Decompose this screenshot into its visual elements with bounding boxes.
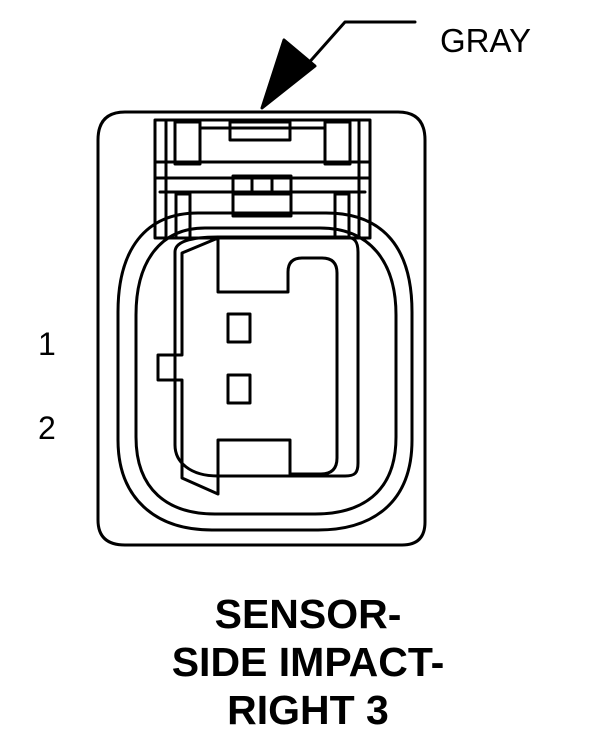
connector-title: SENSOR- SIDE IMPACT- RIGHT 3: [0, 590, 616, 734]
connector-title-line-3: RIGHT 3: [227, 687, 389, 733]
terminal-cavity: [175, 237, 358, 476]
terminal-insert: [158, 238, 337, 494]
wire-color-label: GRAY: [440, 22, 532, 59]
connector-title-line-2: SIDE IMPACT-: [171, 639, 445, 685]
locking-latch: [155, 120, 370, 238]
pin-2-terminal: [228, 375, 250, 403]
pin-1-terminal: [228, 314, 250, 342]
connector-housing: [98, 112, 425, 545]
pin-2-label: 2: [38, 410, 56, 446]
connector-seal-outer: [118, 213, 412, 530]
connector-seal-inner: [136, 228, 396, 514]
pin-1-label: 1: [38, 326, 56, 362]
color-callout-leader: [262, 22, 415, 108]
connector-title-line-1: SENSOR-: [214, 591, 402, 637]
